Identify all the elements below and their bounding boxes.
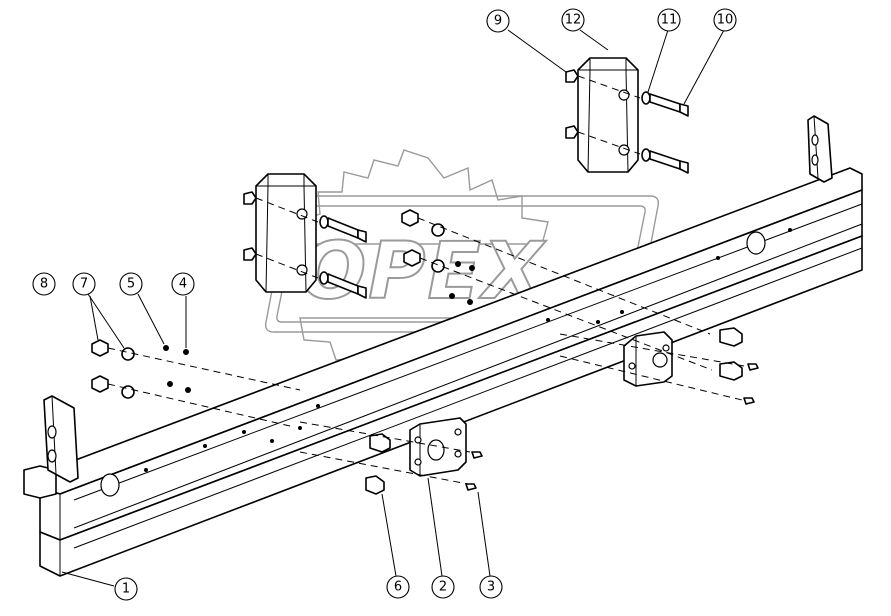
svg-text:2: 2 — [439, 580, 447, 595]
svg-text:9: 9 — [494, 14, 502, 29]
right-bracket — [623, 331, 673, 387]
svg-text:7: 7 — [80, 277, 88, 292]
svg-text:3: 3 — [487, 580, 495, 595]
part-8-nuts — [91, 209, 421, 393]
part-6-bolts — [365, 327, 743, 495]
callout-10: 10 — [713, 8, 737, 32]
callout-9: 9 — [486, 9, 510, 33]
callout-3: 3 — [479, 575, 503, 599]
part-2-bracket — [409, 417, 467, 477]
assembly-centerlines — [107, 75, 745, 485]
callout-2: 2 — [431, 575, 455, 599]
callout-7: 7 — [72, 272, 96, 296]
svg-text:5: 5 — [127, 277, 135, 292]
callout-5: 5 — [119, 272, 143, 296]
svg-text:11: 11 — [661, 13, 678, 28]
part-3-screws — [465, 363, 759, 491]
part-5-lock-washers — [163, 261, 461, 387]
svg-text:6: 6 — [394, 580, 402, 595]
svg-text:8: 8 — [40, 277, 48, 292]
right-end-bracket — [807, 115, 833, 183]
part-12-rubber-buffer — [565, 57, 689, 174]
callout-4: 4 — [171, 272, 195, 296]
svg-text:1: 1 — [122, 582, 130, 597]
svg-text:10: 10 — [717, 13, 734, 28]
callout-6: 6 — [386, 575, 410, 599]
svg-text:4: 4 — [179, 277, 187, 292]
callout-leader-lines — [61, 29, 725, 587]
svg-text:12: 12 — [565, 13, 582, 28]
part-4-small-nuts — [183, 265, 475, 393]
callout-8: 8 — [32, 272, 56, 296]
callout-12: 12 — [561, 8, 585, 32]
callout-1: 1 — [114, 577, 138, 601]
callout-11: 11 — [657, 8, 681, 32]
left-end-bracket — [43, 395, 79, 483]
part-1-bumper-beam — [23, 167, 863, 577]
part-7-washers — [121, 223, 445, 399]
